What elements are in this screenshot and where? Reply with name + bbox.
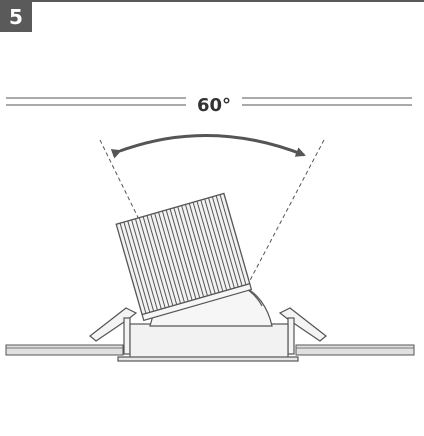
step-number-badge: 5 [0, 2, 32, 32]
heatsink-fins-icon [115, 192, 253, 322]
step-number: 5 [9, 5, 23, 29]
angle-dimension-lines [6, 97, 412, 106]
double-headed-curved-arrow-icon [110, 134, 306, 159]
ceiling-right [295, 344, 415, 356]
recessed-trim-ring [117, 323, 299, 362]
top-divider-line [0, 0, 424, 2]
ceiling-left [5, 344, 124, 356]
beam-angle-label: 60° [186, 93, 242, 117]
beam-angle-value: 60° [196, 94, 232, 116]
